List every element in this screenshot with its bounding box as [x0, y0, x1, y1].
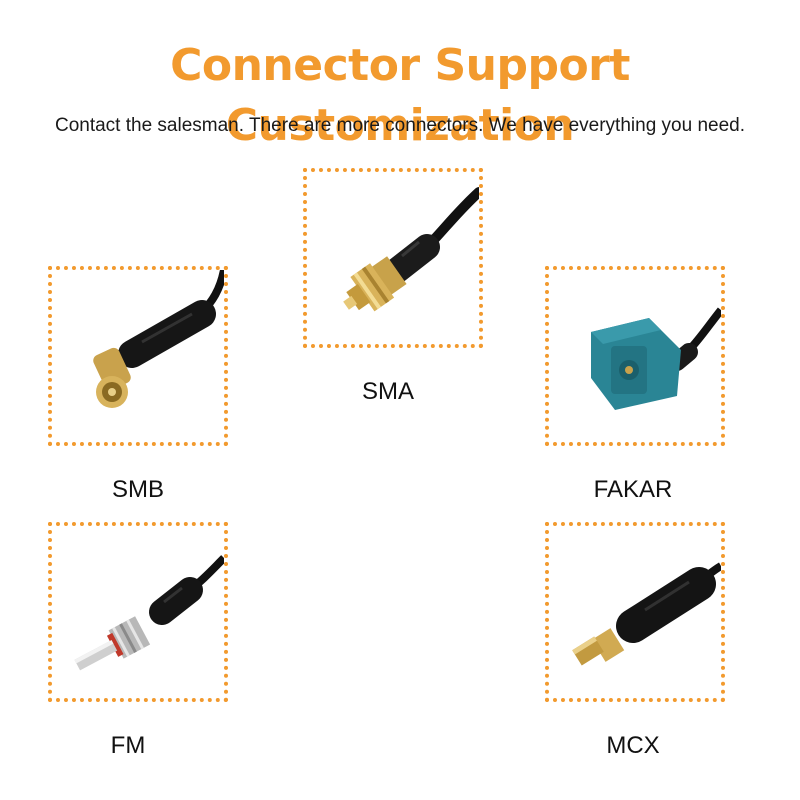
- smb-connector-icon: [93, 270, 224, 408]
- connector-card-fm: [48, 522, 228, 702]
- connector-label-mcx: MCX: [606, 732, 660, 759]
- mcx-connector-icon: [572, 562, 721, 666]
- fm-connector-icon: [74, 555, 224, 671]
- page-title: Connector Support Customization: [170, 40, 630, 151]
- connector-card-smb: [48, 266, 228, 446]
- connector-card-fakra: [545, 266, 725, 446]
- fakra-connector-icon: [591, 307, 721, 410]
- connector-label-fm: FM: [110, 732, 146, 759]
- connector-label-fakra: FAKAR: [593, 476, 673, 503]
- page-subtitle: Contact the salesman. There are more con…: [54, 115, 745, 136]
- connector-label-sma: SMA: [361, 378, 414, 405]
- connector-label-smb: SMB: [111, 476, 164, 503]
- connector-card-sma: [303, 168, 483, 348]
- connector-card-mcx: [545, 522, 725, 702]
- sma-connector-icon: [343, 187, 479, 312]
